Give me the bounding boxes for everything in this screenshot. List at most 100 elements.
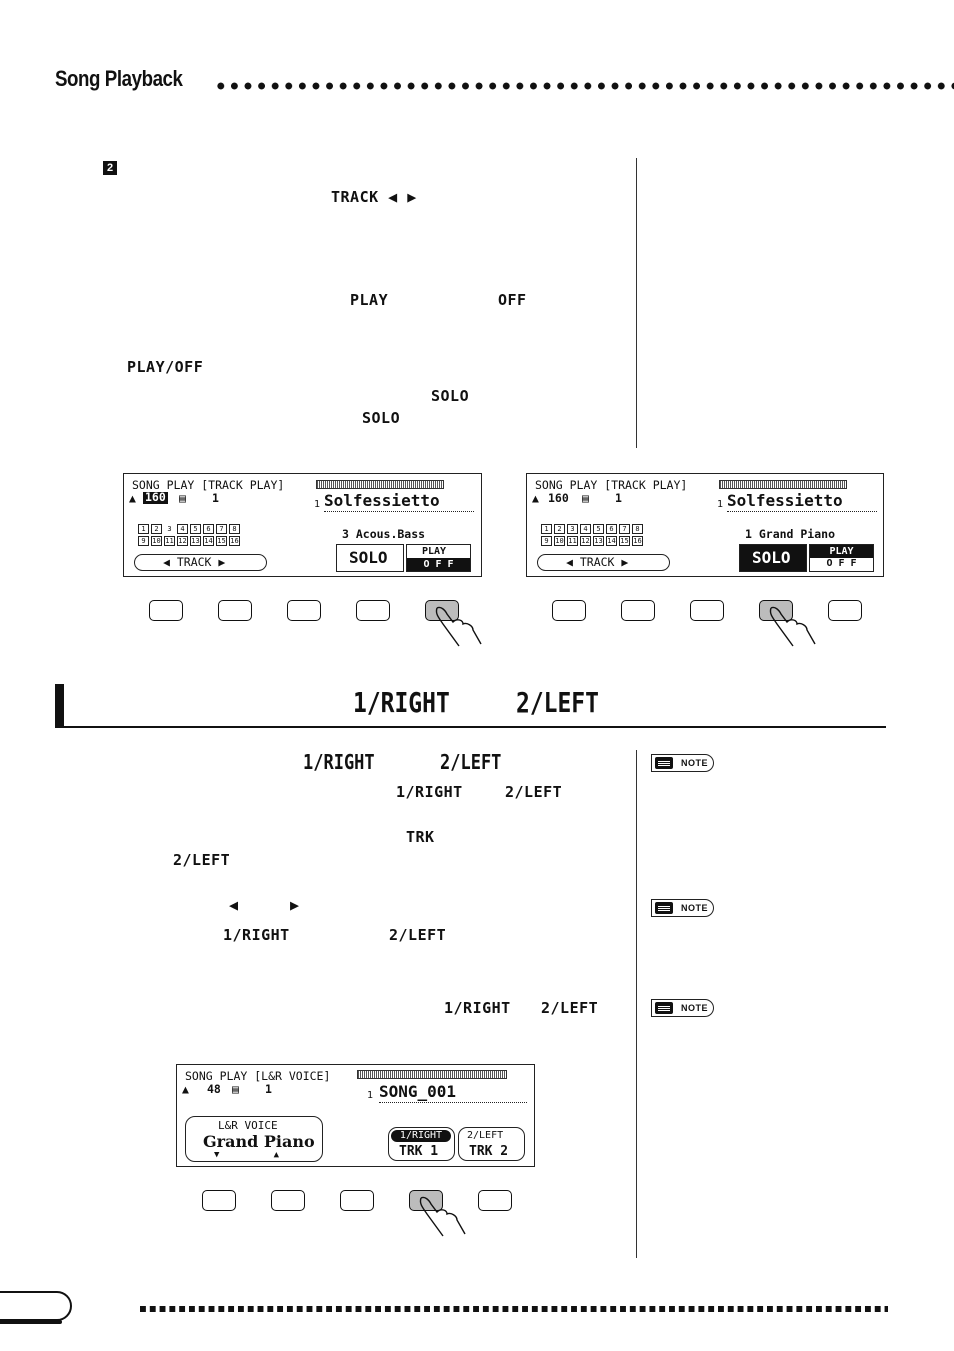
left-part-label: 2/LEFT (467, 1130, 504, 1141)
lcd-measure: 1 (212, 491, 219, 505)
lcd-button-2[interactable] (621, 600, 655, 621)
lcd-button-1[interactable] (202, 1190, 236, 1211)
column-divider-top (636, 158, 637, 448)
left-part-trk: TRK 2 (469, 1144, 509, 1159)
lcd-song-number: 1 (367, 1090, 374, 1101)
solo-box-active: SOLO (739, 544, 807, 572)
track-cell-off: 3 (167, 525, 172, 533)
note-icon (655, 902, 673, 914)
pressing-hand-icon (769, 606, 816, 647)
lcd-button-5-pressed[interactable] (425, 600, 459, 621)
keyword-arrow-right: ▶ (290, 896, 300, 914)
metronome-icon: ▲ (129, 491, 136, 505)
lcd-lr-voice: SONG PLAY [L&R VOICE] ▲ 48 ▤ 1 1 SONG_00… (176, 1064, 535, 1167)
left-part-box: 2/LEFT TRK 2 (458, 1127, 525, 1161)
lcd-song-name: Solfessietto (324, 493, 474, 512)
lcd-button-2[interactable] (271, 1190, 305, 1211)
right-part-label: 1/RIGHT (391, 1130, 451, 1142)
lcd-button-3[interactable] (690, 600, 724, 621)
metronome-icon: ▲ (532, 491, 539, 505)
track-cell: 14 (203, 536, 214, 546)
track-grid: 1 2 3 4 5 6 7 8 9 10 11 12 13 14 15 16 (541, 524, 643, 550)
lcd-voice-name: 1 Grand Piano (745, 527, 836, 541)
lcd-song-number: 1 (717, 499, 724, 510)
track-cell: 9 (138, 536, 149, 546)
lcd-button-1[interactable] (552, 600, 586, 621)
column-divider-bottom (636, 750, 637, 1258)
keyword-solo: SOLO (431, 387, 470, 405)
play-off-box: PLAY O F F (809, 544, 874, 572)
track-select-pill: ◀ TRACK ▶ (134, 554, 267, 571)
note-label: NOTE (681, 758, 709, 768)
lcd-button-1[interactable] (149, 600, 183, 621)
track-cell: 6 (606, 524, 617, 534)
lcd-track-play-grand-piano: SONG PLAY [TRACK PLAY] ▲ 160 ▤ 1 1 Solfe… (526, 473, 884, 577)
lcd-track-play-acous-bass: SONG PLAY [TRACK PLAY] ▲ 160 ▤ 1 1 Solfe… (123, 473, 482, 577)
track-select-pill: ◀ TRACK ▶ (537, 554, 670, 571)
track-cell: 8 (229, 524, 240, 534)
track-cell: 4 (580, 524, 591, 534)
note-icon (655, 1002, 673, 1014)
lcd-button-3[interactable] (287, 600, 321, 621)
track-cell: 13 (593, 536, 604, 546)
page-number-tab (0, 1291, 72, 1324)
track-cell: 16 (229, 536, 240, 546)
lcd-title: SONG PLAY [TRACK PLAY] (535, 478, 688, 492)
metronome-icon: ▲ (182, 1082, 189, 1096)
keyword-play: PLAY (350, 291, 389, 309)
track-cell: 6 (203, 524, 214, 534)
pressing-hand-icon (435, 606, 482, 647)
lcd-button-4-pressed[interactable] (409, 1190, 443, 1211)
solo-box: SOLO (336, 544, 404, 572)
subheading-left: 2/LEFT (440, 750, 502, 774)
voice-arrows: ▼ ▲ (214, 1150, 280, 1160)
keyword-track: TRACK ◀ ▶ (331, 188, 417, 206)
track-cell: 8 (632, 524, 643, 534)
keyword-trk: TRK (406, 828, 435, 846)
footer-dash-rule (140, 1306, 888, 1312)
header-dot-rule (214, 80, 954, 92)
lcd-memory-bar (357, 1070, 507, 1079)
note-badge: NOTE (651, 999, 714, 1017)
track-cell: 2 (151, 524, 162, 534)
lcd-button-4[interactable] (356, 600, 390, 621)
lcd-button-3[interactable] (340, 1190, 374, 1211)
note-label: NOTE (681, 903, 709, 913)
track-cell: 7 (619, 524, 630, 534)
track-cell: 13 (190, 536, 201, 546)
track-cell: 9 (541, 536, 552, 546)
play-label: PLAY (810, 545, 873, 558)
lr-voice-title: L&R VOICE (218, 1119, 278, 1132)
pressing-hand-icon (419, 1196, 466, 1237)
track-cell: 2 (554, 524, 565, 534)
track-select-label: ◀ TRACK ▶ (566, 555, 629, 569)
track-cell: 11 (164, 536, 175, 546)
track-cell: 5 (190, 524, 201, 534)
note-label: NOTE (681, 1003, 709, 1013)
keyword-right: 1/RIGHT (223, 926, 290, 944)
lcd-tempo: 160 (548, 491, 569, 505)
subheading-right: 1/RIGHT (303, 750, 375, 774)
lcd-memory-bar (719, 480, 847, 489)
keyword-left: 2/LEFT (389, 926, 447, 944)
lcd-voice-name: 3 Acous.Bass (342, 527, 426, 541)
measure-icon: ▤ (582, 491, 589, 505)
lcd-measure: 1 (265, 1082, 272, 1096)
track-cell: 12 (580, 536, 591, 546)
step-marker: 2 (103, 161, 117, 175)
track-cell: 12 (177, 536, 188, 546)
lcd-button-5[interactable] (478, 1190, 512, 1211)
lcd-song-number: 1 (314, 499, 321, 510)
lr-voice-name: Grand Piano (203, 1132, 315, 1151)
track-cell: 16 (632, 536, 643, 546)
note-badge: NOTE (651, 754, 714, 772)
lcd-title: SONG PLAY [L&R VOICE] (185, 1069, 331, 1083)
lcd-button-5[interactable] (828, 600, 862, 621)
track-cell: 5 (593, 524, 604, 534)
note-icon (655, 757, 673, 769)
lcd-button-4-pressed[interactable] (759, 600, 793, 621)
play-label: PLAY (422, 546, 447, 557)
play-off-box: PLAY O F F (406, 544, 471, 572)
section-bar (55, 684, 64, 727)
lcd-button-2[interactable] (218, 600, 252, 621)
